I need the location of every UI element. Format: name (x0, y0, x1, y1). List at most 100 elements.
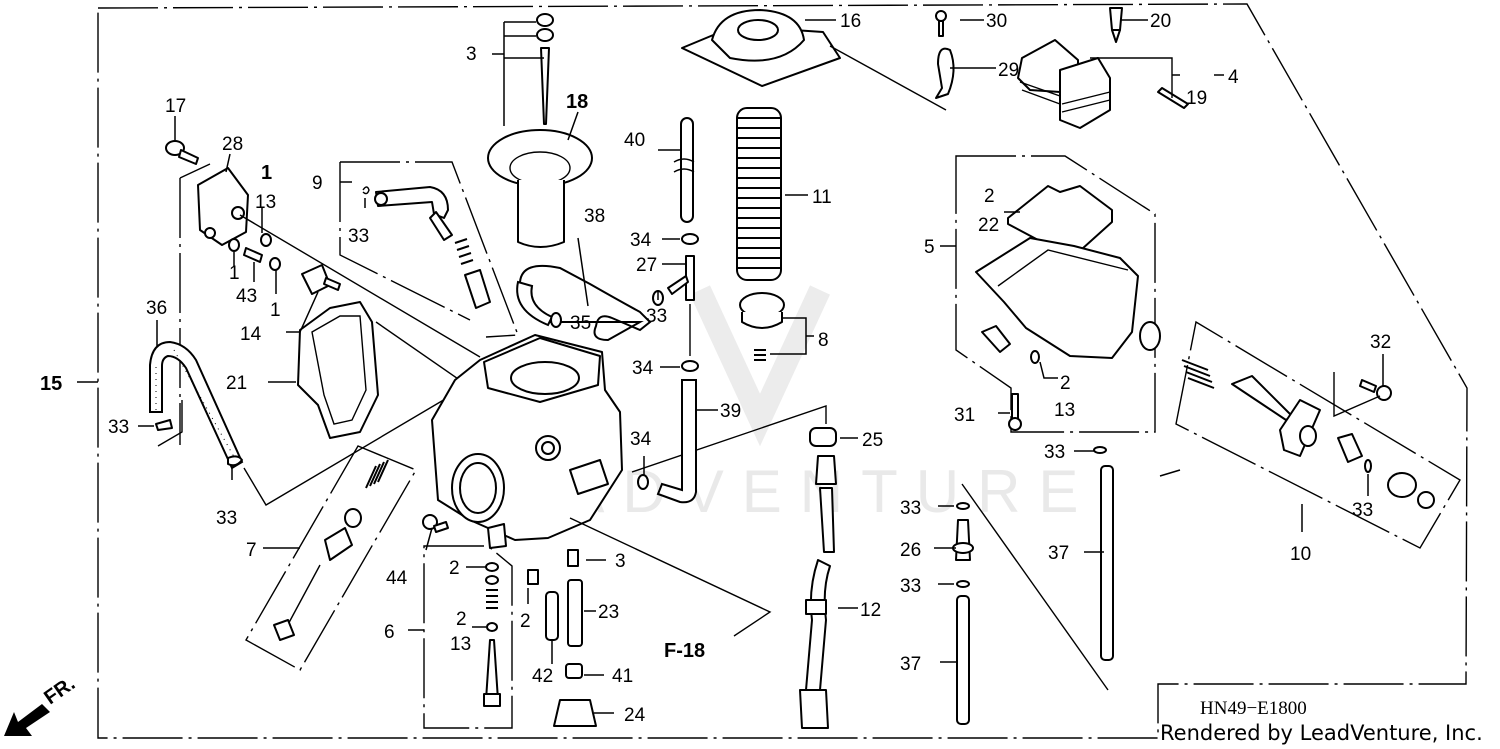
callout-23[interactable]: 23 (598, 602, 619, 623)
part-30-screw[interactable] (935, 10, 947, 37)
part-31-screw[interactable] (1008, 393, 1022, 431)
callout-42[interactable]: 42 (532, 666, 553, 687)
part-44-screw[interactable] (422, 514, 449, 533)
callout-33[interactable]: 33 (900, 576, 921, 597)
part-17-screw[interactable] (165, 140, 199, 165)
part-4-float[interactable] (1017, 39, 1111, 129)
callout-33[interactable]: 33 (348, 226, 369, 247)
callout-1[interactable]: 1 (270, 300, 281, 321)
callout-1-group[interactable]: 1 (261, 162, 272, 184)
callout-2[interactable]: 2 (1060, 373, 1071, 394)
callout-14[interactable]: 14 (240, 324, 262, 345)
part-18-diaphragm-piston[interactable] (487, 129, 593, 248)
callout-9[interactable]: 9 (312, 173, 323, 194)
callout-37[interactable]: 37 (1048, 543, 1069, 564)
part-27-joint[interactable] (667, 255, 695, 301)
part-21-cover[interactable] (297, 301, 379, 439)
callout-1[interactable]: 1 (229, 263, 240, 284)
callout-31[interactable]: 31 (954, 405, 975, 426)
callout-27[interactable]: 27 (636, 255, 657, 276)
part-3-needle[interactable] (540, 47, 550, 125)
part-42-needle-jet[interactable] (545, 591, 559, 641)
part-34-clip-a[interactable] (681, 233, 699, 245)
part-9-choke-plunger[interactable] (374, 186, 491, 309)
part-13-oring-5[interactable] (1030, 350, 1040, 364)
part-22-gasket[interactable] (1007, 185, 1113, 259)
callout-36[interactable]: 36 (146, 298, 167, 319)
callout-43[interactable]: 43 (236, 286, 257, 307)
part-20-float-valve[interactable] (1109, 7, 1123, 43)
part-1-oring-a[interactable] (228, 238, 240, 252)
part-8-holder[interactable] (739, 292, 785, 361)
part-24-plug[interactable] (553, 699, 597, 727)
part-33-clip-37b[interactable] (1093, 446, 1107, 454)
part-37-tube-a[interactable] (956, 595, 970, 725)
callout-2[interactable]: 2 (456, 609, 467, 630)
part-11-spring[interactable] (736, 107, 782, 281)
callout-33[interactable]: 33 (216, 508, 237, 529)
callout-7[interactable]: 7 (246, 540, 257, 561)
reference-f18-link[interactable]: F-18 (664, 640, 705, 662)
part-33-clip-26b[interactable] (956, 580, 970, 588)
callout-33[interactable]: 33 (108, 417, 129, 438)
callout-3[interactable]: 3 (466, 44, 477, 65)
part-32-screw[interactable] (1359, 379, 1392, 401)
part-35-clip[interactable] (550, 312, 562, 328)
callout-25[interactable]: 25 (862, 430, 883, 451)
part-37-tube-b[interactable] (1100, 465, 1114, 661)
part-28-housing[interactable] (197, 167, 249, 246)
part-25-cap[interactable] (809, 427, 837, 447)
callout-35[interactable]: 35 (570, 313, 591, 334)
callout-33[interactable]: 33 (1044, 442, 1065, 463)
part-26-joint[interactable] (952, 519, 974, 561)
part-33-clip-36b[interactable] (227, 455, 243, 467)
callout-34[interactable]: 34 (630, 429, 652, 450)
callout-34[interactable]: 34 (630, 230, 652, 251)
callout-30[interactable]: 30 (986, 11, 1007, 32)
part-10-pump-assembly[interactable] (1181, 359, 1435, 509)
callout-10[interactable]: 10 (1290, 544, 1311, 565)
callout-33[interactable]: 33 (646, 306, 667, 327)
callout-32[interactable]: 32 (1370, 332, 1391, 353)
part-3-clip[interactable] (536, 13, 554, 42)
part-1-oring-b[interactable] (269, 257, 281, 271)
callout-2[interactable]: 2 (984, 186, 995, 207)
callout-2[interactable]: 2 (449, 558, 460, 579)
part-33-clip-36a[interactable] (155, 419, 173, 431)
part-33-clip-26a[interactable] (956, 502, 970, 510)
callout-33[interactable]: 33 (1352, 500, 1373, 521)
callout-41[interactable]: 41 (612, 666, 633, 687)
part-3-screw[interactable] (567, 549, 579, 567)
callout-37[interactable]: 37 (900, 654, 921, 675)
part-12-sensor-harness[interactable] (799, 455, 837, 729)
callout-5[interactable]: 5 (924, 237, 935, 258)
callout-4[interactable]: 4 (1228, 67, 1239, 88)
callout-33[interactable]: 33 (900, 498, 921, 519)
part-29-bracket[interactable] (935, 47, 955, 99)
callout-26[interactable]: 26 (900, 540, 921, 561)
callout-38[interactable]: 38 (584, 206, 605, 227)
callout-3[interactable]: 3 (615, 551, 626, 572)
callout-17[interactable]: 17 (165, 96, 186, 117)
part-34-clip-b[interactable] (681, 360, 699, 372)
part-41-jet[interactable] (565, 663, 583, 679)
part-33-clip-10[interactable] (1364, 459, 1372, 473)
carburetor-body[interactable] (431, 334, 623, 549)
callout-13[interactable]: 13 (255, 192, 276, 213)
part-33-clip-9[interactable] (362, 186, 370, 195)
part-39-tube[interactable] (656, 379, 697, 504)
callout-21[interactable]: 21 (226, 373, 247, 394)
part-36-hose[interactable] (149, 340, 244, 470)
callout-6[interactable]: 6 (384, 622, 395, 643)
callout-13[interactable]: 13 (1054, 400, 1075, 421)
callout-40[interactable]: 40 (624, 130, 645, 151)
part-23-needle-jet-holder[interactable] (567, 579, 583, 647)
part-7-pilot-screw[interactable] (273, 459, 389, 641)
part-16-top-cover[interactable] (681, 9, 841, 87)
part-43-jet[interactable] (243, 247, 263, 263)
callout-13[interactable]: 13 (450, 634, 471, 655)
callout-16[interactable]: 16 (840, 11, 861, 32)
callout-29[interactable]: 29 (998, 60, 1019, 81)
part-6-jet-assembly[interactable] (483, 562, 501, 707)
callout-24[interactable]: 24 (624, 705, 646, 726)
